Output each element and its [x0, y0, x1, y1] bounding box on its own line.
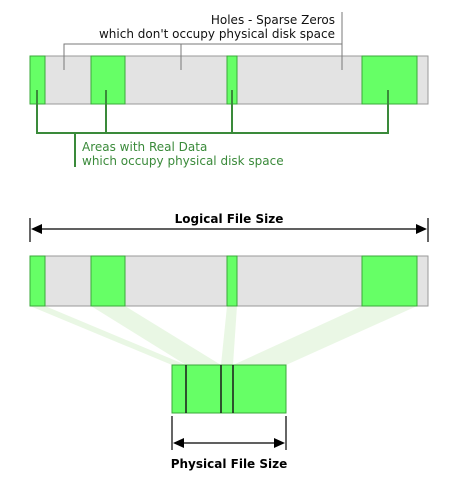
logical-file-size-label: Logical File Size	[175, 212, 284, 226]
data-block	[361, 255, 418, 307]
physical-size-dimension	[171, 416, 287, 450]
file-bar-physical	[171, 364, 287, 414]
data-block	[29, 255, 46, 307]
holes-label-line2: which don't occupy physical disk space	[99, 27, 335, 41]
data-block	[226, 255, 238, 307]
data-block	[361, 55, 418, 105]
arrowhead-left	[173, 438, 184, 448]
holes-label-line1: Holes - Sparse Zeros	[211, 13, 335, 27]
holes-callout-bracket	[63, 12, 343, 70]
logical-section: Logical File Size	[29, 212, 429, 365]
areas-label-line1: Areas with Real Data	[82, 140, 207, 154]
areas-label-line2: which occupy physical disk space	[82, 154, 284, 168]
arrowhead-right	[416, 224, 427, 234]
data-block	[90, 255, 126, 307]
projection-funnel	[30, 306, 417, 365]
logical-size-dimension	[29, 218, 429, 242]
arrowhead-right	[274, 438, 285, 448]
block-dividers	[185, 365, 234, 413]
physical-file-size-label: Physical File Size	[171, 457, 288, 471]
areas-callout-bracket	[36, 90, 389, 167]
physical-section: Physical File Size	[171, 364, 288, 471]
data-block	[90, 55, 126, 105]
top-section: Holes - Sparse Zeros which don't occupy …	[29, 12, 429, 168]
arrowhead-left	[31, 224, 42, 234]
